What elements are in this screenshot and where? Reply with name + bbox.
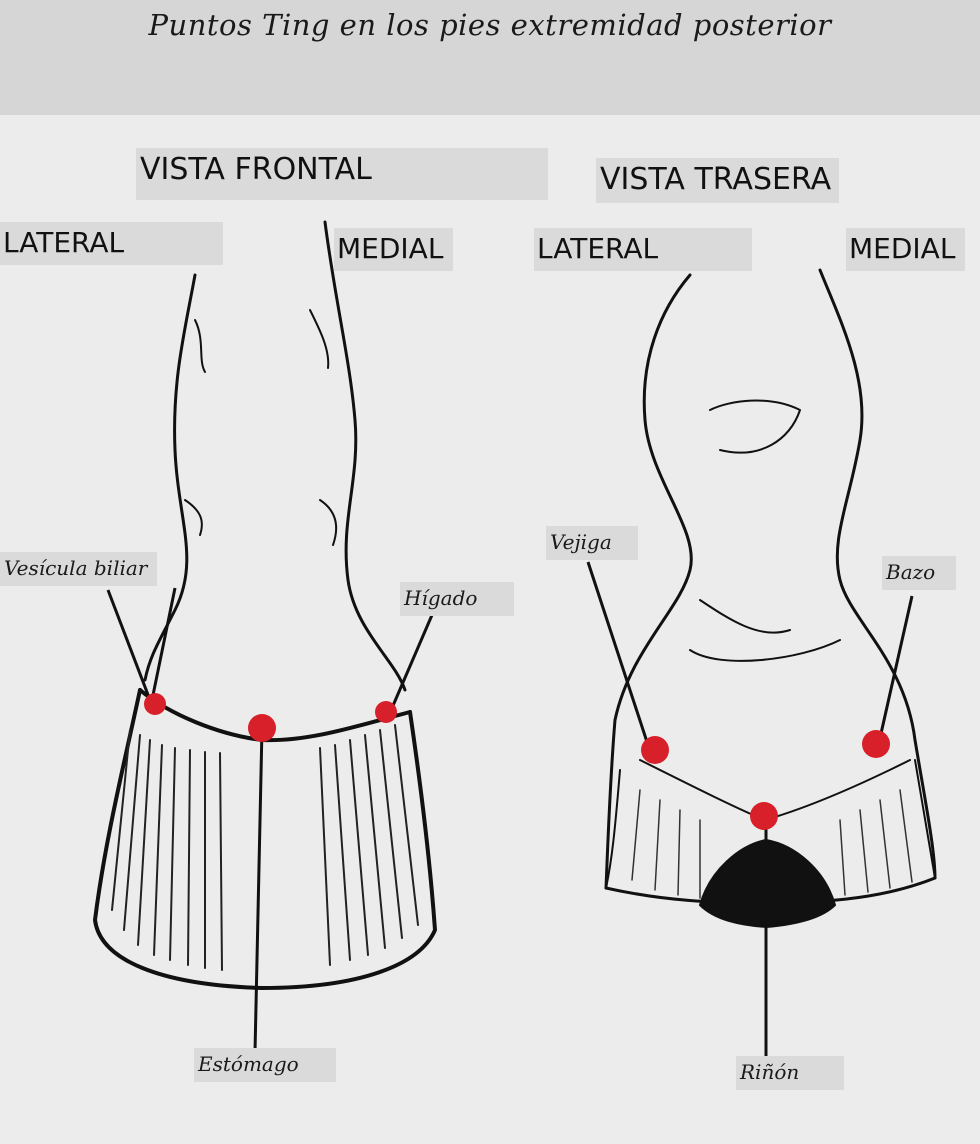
label-bladder: Vejiga xyxy=(546,526,638,560)
back-side-right-label: MEDIAL xyxy=(846,228,966,271)
point-spleen xyxy=(862,730,890,758)
front-view-leaders xyxy=(106,587,434,1053)
front-view-hoof xyxy=(93,220,437,990)
page-title: Puntos Ting en los pies extremidad poste… xyxy=(148,8,832,42)
point-liver xyxy=(375,701,397,723)
point-kidney xyxy=(750,802,778,830)
front-side-right-label: MEDIAL xyxy=(334,228,454,271)
front-side-left-label: LATERAL xyxy=(0,222,223,265)
point-gallbladder xyxy=(144,693,166,715)
label-stomach: Estómago xyxy=(194,1048,336,1082)
label-spleen: Bazo xyxy=(882,556,956,590)
back-view-hoof xyxy=(604,268,937,904)
back-side-left-label: LATERAL xyxy=(534,228,752,271)
back-view-leaders xyxy=(586,561,914,1058)
label-gallbladder: Vesícula biliar xyxy=(0,552,158,586)
label-liver: Hígado xyxy=(400,582,514,616)
back-view-title: VISTA TRASERA xyxy=(596,158,840,203)
point-stomach xyxy=(248,714,276,742)
ting-points xyxy=(144,693,890,830)
point-bladder xyxy=(641,736,669,764)
label-kidney: Riñón xyxy=(736,1056,844,1090)
front-view-title: VISTA FRONTAL xyxy=(136,148,548,200)
